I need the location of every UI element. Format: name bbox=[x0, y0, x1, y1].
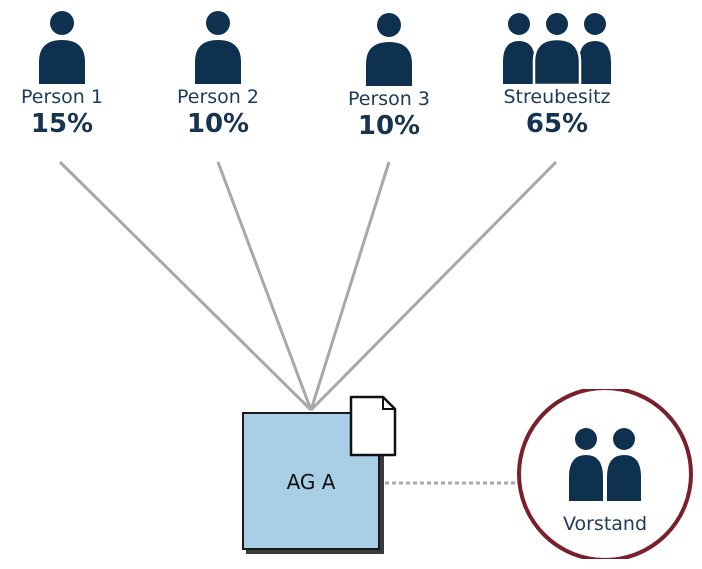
owner-person-2: Person 2 10% bbox=[148, 10, 288, 140]
owner-label: Person 1 bbox=[21, 86, 103, 108]
group-icon bbox=[569, 428, 641, 501]
person-icon bbox=[195, 11, 241, 84]
owner-share: 15% bbox=[30, 109, 94, 139]
connector-streubesitz bbox=[309, 160, 558, 412]
connector-person-3 bbox=[309, 161, 391, 411]
board-ring bbox=[517, 389, 693, 559]
crowd-icon bbox=[503, 11, 611, 86]
owner-streubesitz: Streubesitz 65% bbox=[487, 10, 627, 140]
document-icon bbox=[349, 395, 397, 457]
owner-share: 10% bbox=[186, 109, 250, 139]
owner-label: Streubesitz bbox=[503, 86, 611, 108]
connector-person-2 bbox=[216, 161, 313, 411]
connector-person-1 bbox=[58, 160, 313, 412]
owner-share: 65% bbox=[525, 109, 589, 139]
owner-person-3: Person 3 10% bbox=[319, 12, 459, 142]
owner-share: 10% bbox=[357, 111, 421, 141]
person-icon bbox=[366, 13, 412, 86]
owner-label: Person 3 bbox=[348, 88, 430, 110]
board-label: Vorstand bbox=[562, 513, 648, 535]
board-node: Vorstand bbox=[515, 389, 695, 559]
company-label: AG A bbox=[286, 470, 336, 494]
owner-person-1: Person 1 15% bbox=[0, 10, 132, 140]
person-icon bbox=[39, 11, 85, 84]
owner-label: Person 2 bbox=[177, 86, 259, 108]
